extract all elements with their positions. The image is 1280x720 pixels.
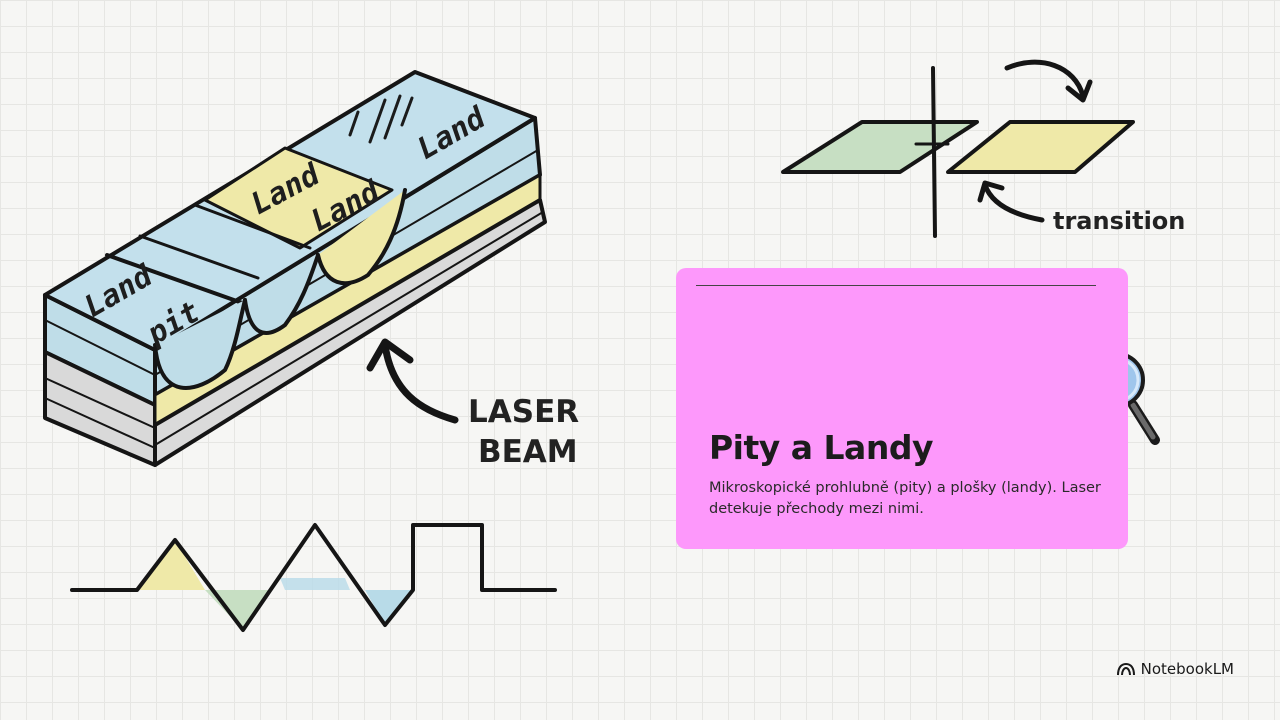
brand-watermark: NotebookLM	[1116, 660, 1234, 678]
notebooklm-logo-icon	[1116, 662, 1135, 676]
transition-green-plane	[781, 120, 979, 174]
pit-yellow	[316, 188, 407, 286]
card-title: Pity a Landy	[709, 428, 933, 467]
card-divider	[696, 285, 1096, 286]
waveform-yellow-fill	[137, 540, 205, 590]
laser-label-line2: BEAM	[478, 434, 578, 470]
transition-label: transition	[1053, 207, 1185, 235]
waveform-blue-fill	[280, 578, 350, 590]
disc-cross-section-block	[43, 70, 547, 467]
waveform-line	[70, 523, 557, 632]
waveform-blue-fill-2	[365, 590, 413, 625]
card-description: Mikroskopické prohlubně (pity) a plošky …	[709, 480, 1101, 517]
laser-label-line1: LASER	[468, 394, 579, 430]
transition-diagram	[781, 59, 1135, 238]
pit-large	[153, 298, 247, 390]
info-card: Pity a Landy Mikroskopické prohlubně (pi…	[676, 268, 1128, 549]
transition-yellow-plane	[946, 120, 1135, 174]
curved-arrow-top-icon	[1004, 59, 1093, 103]
transition-arrow-icon	[977, 180, 1045, 223]
block-side-gray-layer	[153, 198, 547, 467]
brand-name: NotebookLM	[1140, 660, 1234, 678]
laser-arrow-icon	[366, 338, 459, 424]
pit-medium	[243, 253, 320, 335]
signal-waveform	[70, 523, 557, 632]
